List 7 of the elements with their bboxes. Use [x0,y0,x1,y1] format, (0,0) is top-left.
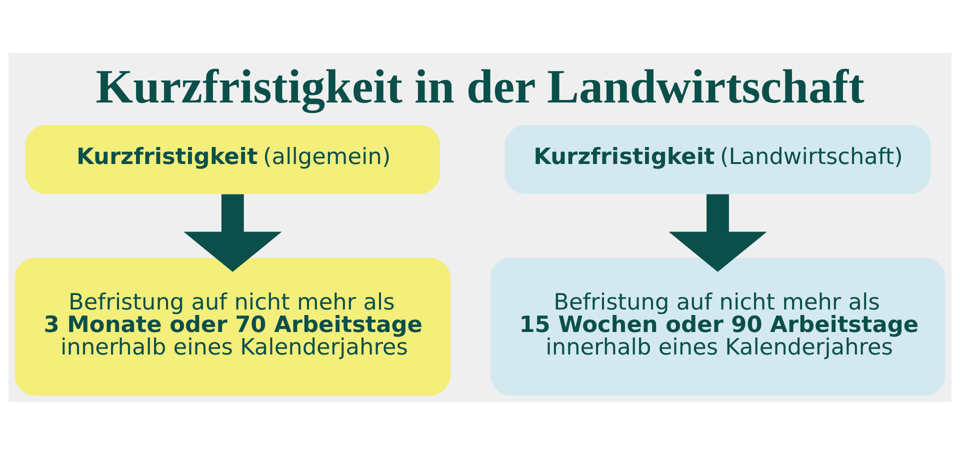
node-box: Kurzfristigkeit (Landwirtschaft) [504,124,931,194]
node-box: Kurzfristigkeit (allgemein) [25,124,440,194]
node-box: Befristung auf nicht mehr als 3 Monate oder 70 Arbeitstage innerhalb eines Kalenderjahres [14,257,450,396]
arrow [668,194,767,272]
diagram-title: Kurzfristigkeit in der Landwirtschaft [96,60,864,114]
arrow [184,194,282,272]
node-box: Befristung auf nicht mehr als 15 Wochen oder 90 Arbeitstage innerhalb eines Kalenderjahres [490,257,946,396]
